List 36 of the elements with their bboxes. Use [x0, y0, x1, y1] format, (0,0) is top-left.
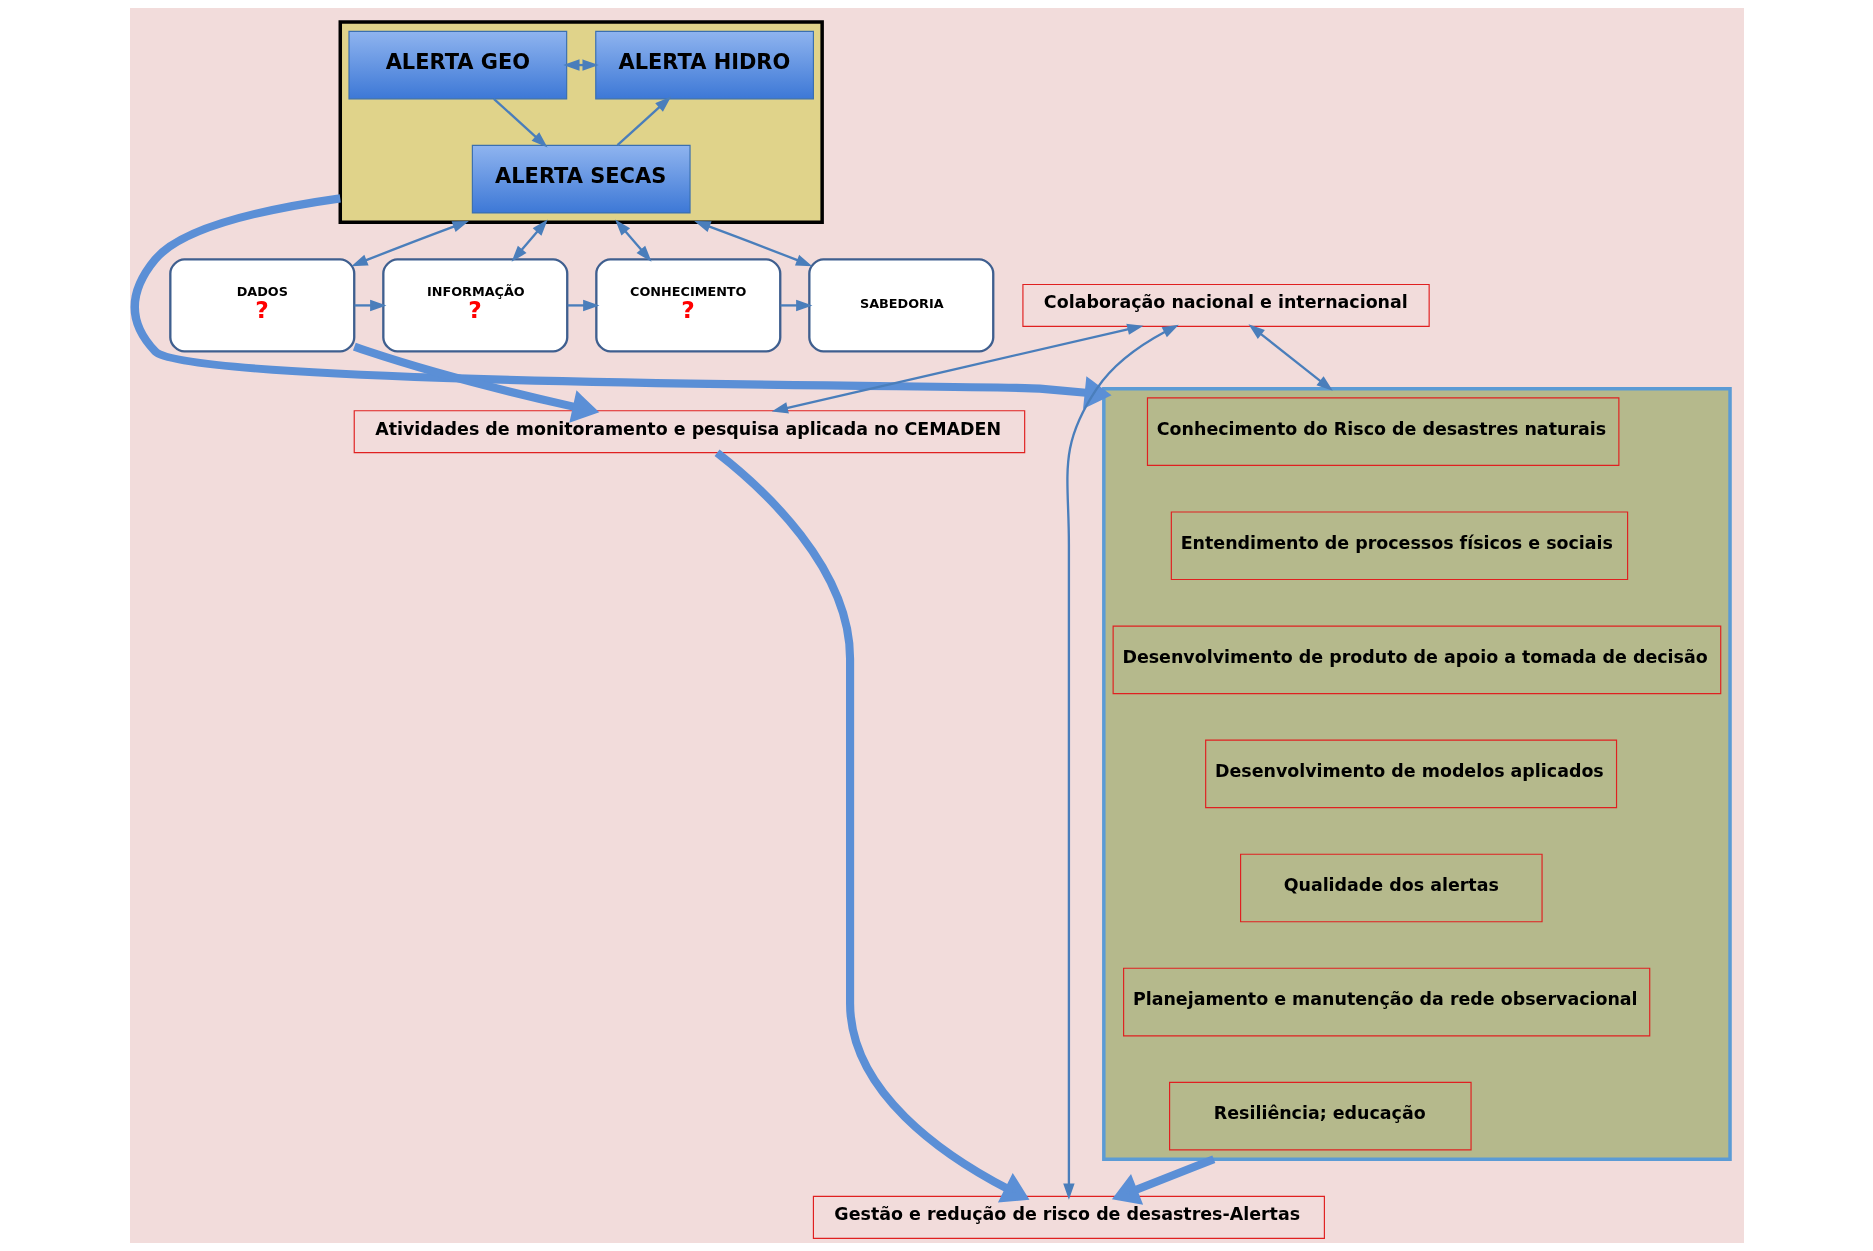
arrow — [562, 59, 599, 71]
node-box: ALERTA SECAS — [471, 144, 691, 214]
cluster — [1101, 386, 1732, 1161]
arrow — [616, 96, 671, 146]
arrow — [693, 220, 812, 267]
node-box: Colaboração nacional e internacional — [1021, 283, 1430, 327]
arrow — [350, 220, 469, 267]
node-box: SABEDORIA — [807, 258, 994, 353]
node-box: Desenvolvimento de produto de apoio a tomada de decisão — [1112, 625, 1721, 695]
arrow — [354, 299, 386, 312]
arrow — [130, 194, 1112, 410]
node-box: Planejamento e manutenção da rede observacional — [1122, 967, 1650, 1037]
arrow — [771, 323, 1144, 414]
arrow — [1062, 324, 1179, 1200]
node-box: CONHECIMENTO ? — [594, 258, 781, 353]
arrow — [780, 299, 812, 312]
node-box: Atividades de monitoramento e pesquisa aplicada no CEMADEN — [353, 410, 1025, 454]
node-box: ALERTA GEO — [347, 30, 567, 100]
node-box: ALERTA HIDRO — [594, 30, 814, 100]
node-box: Resiliência; educação — [1168, 1081, 1472, 1151]
arrow — [511, 219, 548, 262]
arrow — [1111, 1155, 1215, 1205]
node-box: Gestão e redução de risco de desastres-Alertas — [812, 1195, 1325, 1239]
cluster — [338, 20, 824, 224]
node-box: INFORMAÇÃO ? — [381, 258, 568, 353]
node-box: DADOS ? — [168, 258, 355, 353]
arrow — [352, 342, 599, 423]
arrow — [614, 219, 652, 262]
node-box: Entendimento de processos físicos e sociais — [1170, 511, 1628, 581]
arrow — [567, 299, 599, 312]
arrow — [1248, 324, 1333, 391]
node-box: Qualidade dos alertas — [1239, 853, 1543, 923]
arrow — [714, 449, 1029, 1203]
node-box: Conhecimento do Risco de desastres naturais — [1146, 397, 1619, 467]
arrow — [492, 97, 548, 148]
node-box: Desenvolvimento de modelos aplicados — [1204, 739, 1617, 809]
